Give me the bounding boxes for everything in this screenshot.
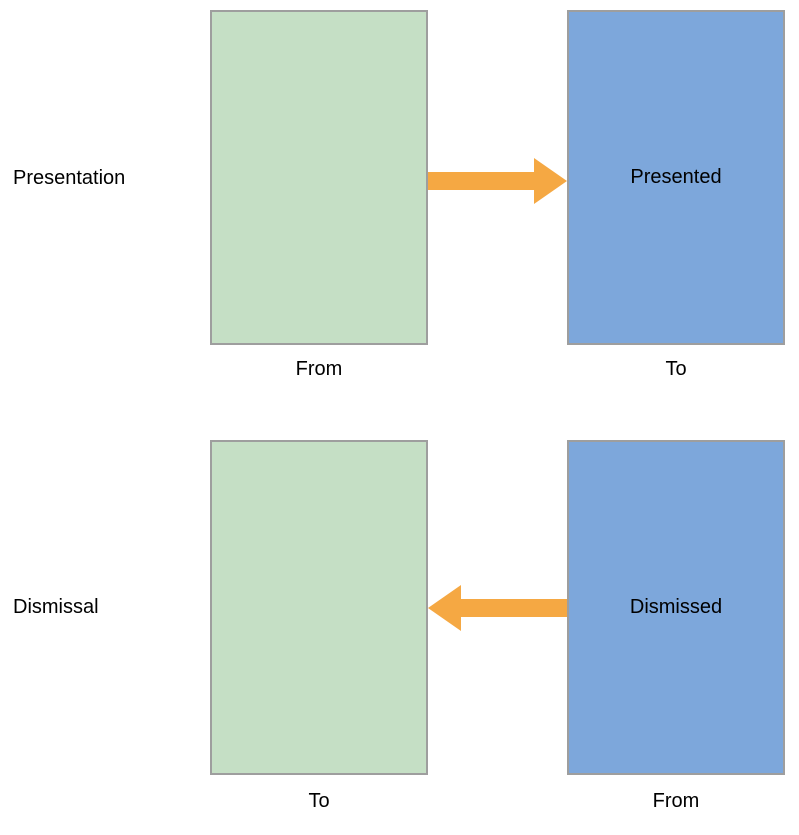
dismissal-to-caption: To <box>308 790 330 812</box>
presentation-from-caption: From <box>295 358 343 380</box>
arrow-right-icon <box>428 158 567 204</box>
row-label-presentation: Presentation <box>13 167 126 189</box>
dismissal-target-view-box <box>210 440 428 775</box>
dismissed-view-box: Dismissed <box>567 440 785 775</box>
row-label-dismissal: Dismissal <box>13 596 99 618</box>
dismissal-from-caption: From <box>652 790 700 812</box>
dismissed-box-label: Dismissed <box>629 596 723 618</box>
presented-box-label: Presented <box>630 166 722 188</box>
presentation-to-caption: To <box>665 358 687 380</box>
arrow-left-icon <box>428 585 567 631</box>
presenting-view-box <box>210 10 428 345</box>
presented-view-box: Presented <box>567 10 785 345</box>
